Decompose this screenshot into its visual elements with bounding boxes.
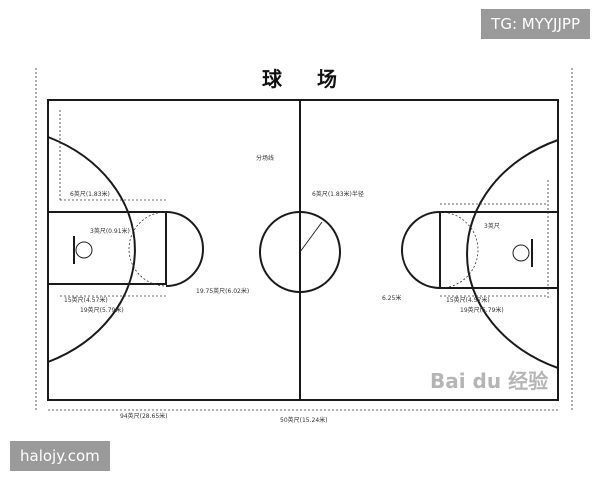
right-free-throw-circle-dashed bbox=[439, 211, 479, 289]
right-bottom-dimension-label: 15英尺(4.57米) bbox=[446, 296, 490, 304]
left-free-throw-lane bbox=[47, 211, 167, 285]
diagram-title: 球 场 bbox=[262, 67, 351, 91]
left-free-throw-circle-dashed bbox=[128, 211, 167, 287]
right-free-throw-lane bbox=[439, 211, 559, 289]
bottom-center-dimension-label: 50英尺(15.24米) bbox=[280, 416, 328, 424]
center-circle-label: 6英尺(1.83米)半径 bbox=[312, 190, 364, 198]
left-bottom-dimension-label: 15英尺(4.57米) bbox=[64, 296, 108, 304]
baidu-watermark-logo: Bai du 经验 bbox=[430, 369, 549, 393]
left-top-dimension-label: 6英尺(1.83米) bbox=[70, 190, 110, 198]
left-lane-label: 3英尺(0.91米) bbox=[90, 227, 130, 235]
right-lane-label: 3英尺 bbox=[484, 222, 500, 230]
watermark-tag-bottom: halojy.com bbox=[10, 441, 110, 471]
right-three-point-arc bbox=[466, 139, 559, 369]
bottom-left-dimension-label: 94英尺(28.65米) bbox=[120, 412, 168, 420]
left-bottom-dimension-label-2: 19英尺(5.79米) bbox=[80, 306, 124, 314]
left-basket bbox=[75, 241, 93, 259]
center-line-label: 分场线 bbox=[256, 154, 274, 162]
right-bottom-dimension-label-2: 19英尺(5.79米) bbox=[460, 306, 504, 314]
left-three-point-arc bbox=[47, 136, 136, 363]
right-basket bbox=[512, 244, 530, 262]
center-radius-line bbox=[299, 221, 323, 253]
court-boundary bbox=[47, 99, 559, 401]
left-free-throw-circle bbox=[165, 211, 204, 287]
right-arc-label: 6.25米 bbox=[382, 294, 401, 302]
left-arc-label: 19.75英尺(6.02米) bbox=[196, 287, 249, 295]
watermark-tag-top: TG: MYYJJPP bbox=[481, 9, 590, 39]
right-free-throw-circle bbox=[401, 211, 441, 289]
center-circle bbox=[259, 211, 341, 293]
